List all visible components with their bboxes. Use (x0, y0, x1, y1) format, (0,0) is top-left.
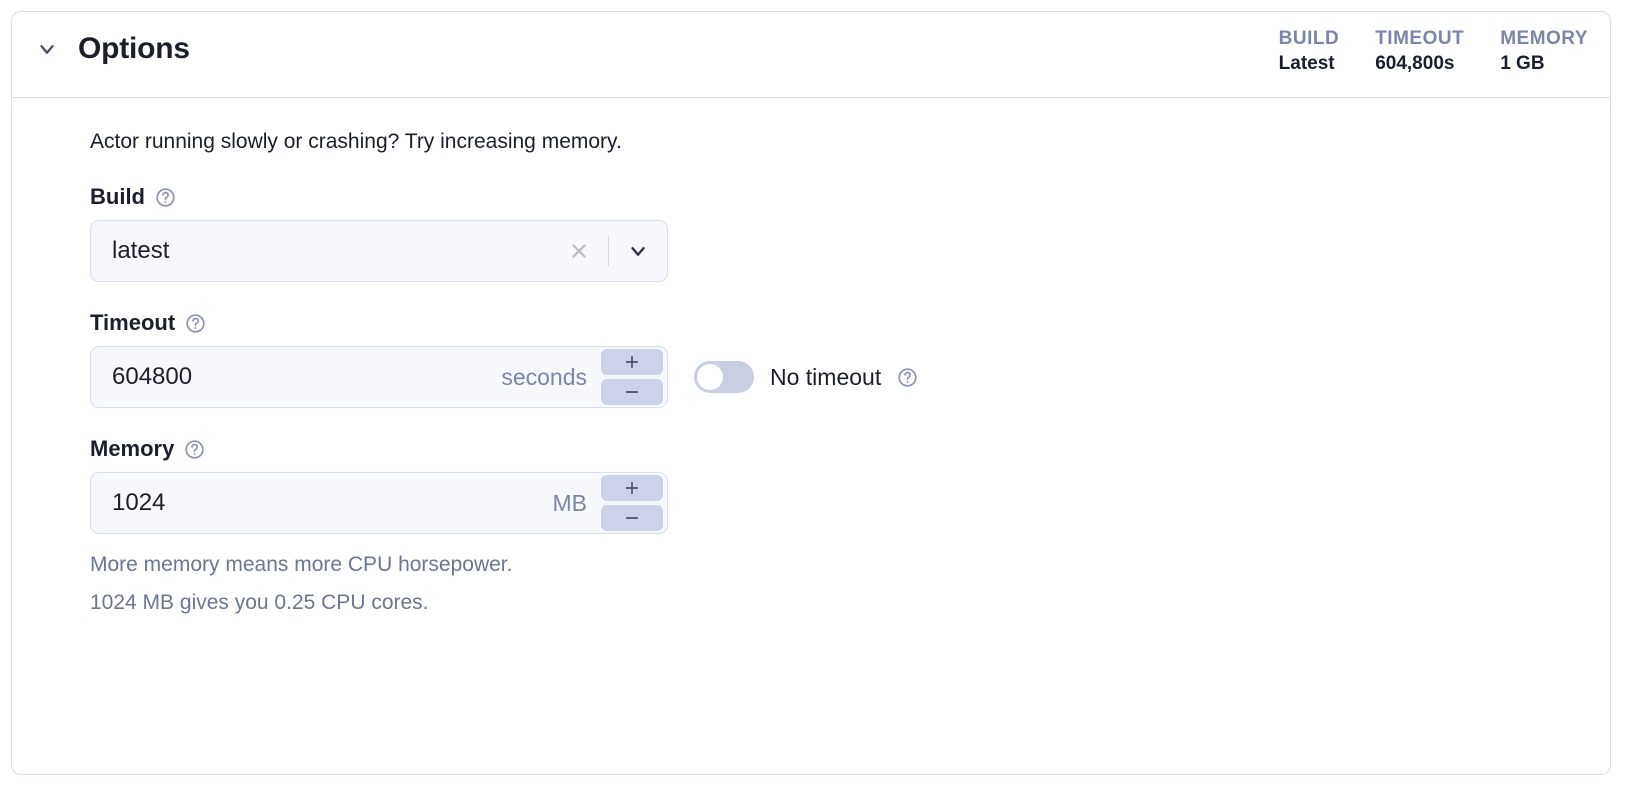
metric-build-label: BUILD (1278, 28, 1340, 49)
help-circle-icon[interactable] (184, 439, 205, 460)
options-card-header: Options BUILD Latest TIMEOUT 604,800s ME… (12, 12, 1610, 98)
timeout-stepper (601, 349, 667, 405)
page-title: Options (78, 32, 190, 65)
lead-text: Actor running slowly or crashing? Try in… (90, 130, 622, 153)
timeout-label-text: Timeout (90, 310, 176, 335)
metric-memory-label: MEMORY (1500, 28, 1588, 49)
memory-unit-label: MB (552, 490, 588, 516)
help-circle-icon[interactable] (897, 367, 918, 388)
minus-icon[interactable] (601, 379, 663, 405)
memory-input[interactable]: 1024 MB (90, 472, 668, 534)
metric-memory: MEMORY 1 GB (1500, 27, 1588, 77)
memory-stepper (601, 475, 667, 531)
minus-icon[interactable] (601, 505, 663, 531)
options-card-body: Actor running slowly or crashing? Try in… (12, 98, 1610, 622)
build-select[interactable]: latest (90, 220, 668, 282)
section-header-left: Options (34, 34, 190, 64)
close-icon[interactable] (556, 240, 602, 262)
no-timeout-label: No timeout (770, 364, 882, 390)
header-metrics: BUILD Latest TIMEOUT 604,800s MEMORY 1 G… (1279, 27, 1588, 77)
build-field-label: Build (90, 184, 1610, 210)
build-label-text: Build (90, 184, 145, 209)
select-divider (607, 236, 609, 266)
memory-helper-line-1: More memory means more CPU horsepower. (90, 553, 513, 576)
memory-helper-line-2: 1024 MB gives you 0.25 CPU cores. (90, 591, 429, 614)
chevron-down-icon[interactable] (615, 240, 667, 262)
plus-icon[interactable] (601, 349, 663, 375)
options-card: Options BUILD Latest TIMEOUT 604,800s ME… (11, 11, 1611, 775)
timeout-unit-label: seconds (501, 364, 587, 390)
memory-field-label: Memory (90, 436, 1610, 462)
toggle-knob (697, 364, 723, 390)
metric-timeout-value: 604,800s (1375, 53, 1455, 74)
memory-helper-text: More memory means more CPU horsepower. 1… (90, 546, 1610, 622)
timeout-input[interactable]: 604800 seconds (90, 346, 668, 408)
timeout-control-row: 604800 seconds (90, 346, 1610, 408)
build-select-value: latest (112, 237, 170, 264)
metric-timeout: TIMEOUT 604,800s (1375, 27, 1464, 77)
timeout-input-value: 604800 (112, 363, 193, 390)
metric-build: BUILD Latest (1279, 27, 1340, 77)
help-circle-icon[interactable] (155, 187, 176, 208)
help-circle-icon[interactable] (185, 313, 206, 334)
chevron-down-icon[interactable] (34, 36, 60, 62)
metric-memory-value: 1 GB (1500, 53, 1545, 74)
timeout-field-label: Timeout (90, 310, 1610, 336)
no-timeout-toggle[interactable] (694, 361, 754, 393)
memory-input-value: 1024 (112, 489, 166, 516)
memory-label-text: Memory (90, 436, 175, 461)
plus-icon[interactable] (601, 475, 663, 501)
metric-build-value: Latest (1278, 53, 1335, 74)
no-timeout-group: No timeout (694, 361, 918, 393)
metric-timeout-label: TIMEOUT (1375, 28, 1465, 49)
